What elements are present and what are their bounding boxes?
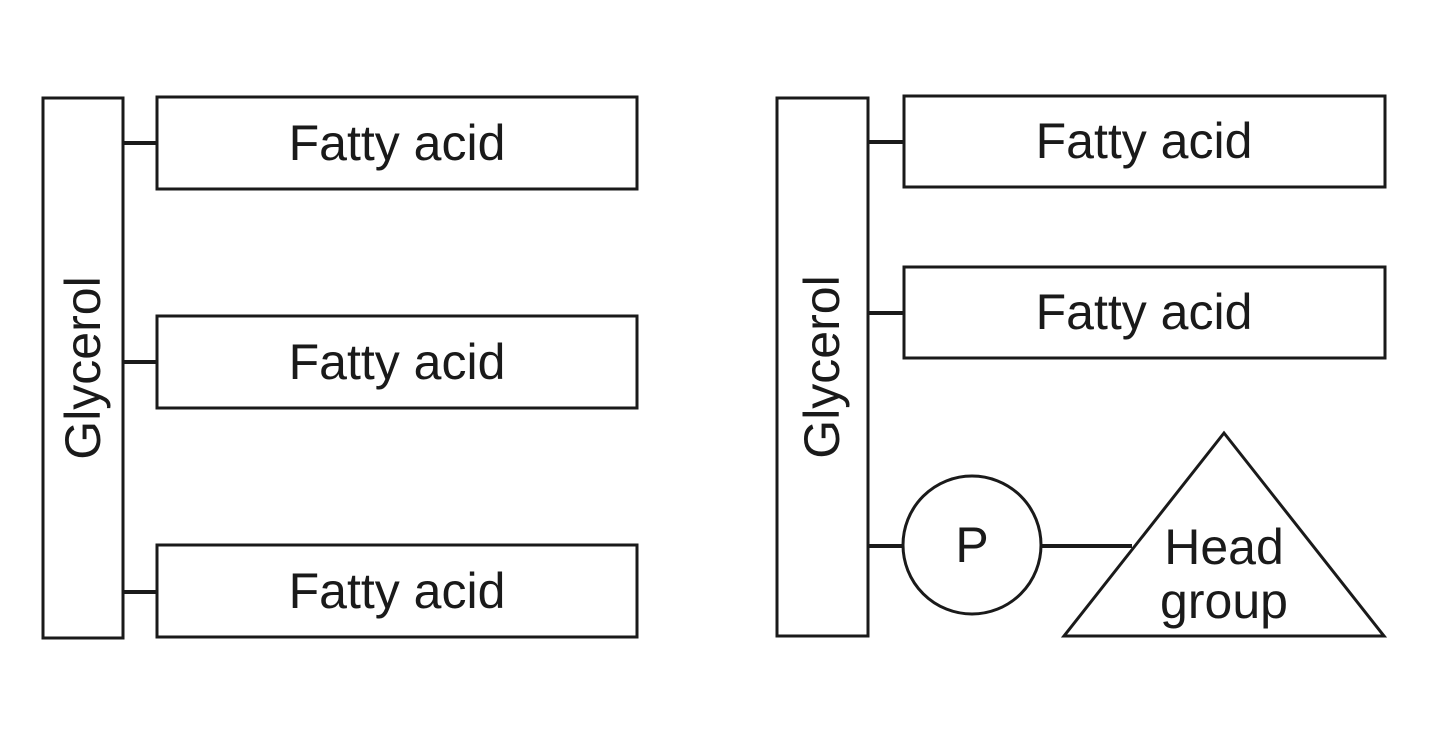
head-group-triangle bbox=[1060, 430, 1388, 638]
head-group-label-line2: group bbox=[1160, 573, 1288, 629]
triglyceride-structure: Glycerol Fatty acid Fatty acid Fatty aci… bbox=[41, 95, 639, 640]
fatty-acid-box-left-3 bbox=[155, 543, 639, 639]
fatty-acid-box-left-1 bbox=[155, 95, 639, 191]
glycerol-backbone-right bbox=[775, 96, 870, 638]
fatty-acid-label-left-3: Fatty acid bbox=[289, 563, 506, 619]
head-group-label-line1: Head bbox=[1164, 519, 1284, 575]
fatty-acid-label-left-1: Fatty acid bbox=[289, 115, 506, 171]
fatty-acid-box-right-2 bbox=[902, 265, 1387, 360]
fatty-acid-box-right-1 bbox=[902, 94, 1387, 189]
glycerol-backbone-left bbox=[41, 96, 125, 640]
fatty-acid-box-left-2 bbox=[155, 314, 639, 410]
fatty-acid-label-right-2: Fatty acid bbox=[1036, 284, 1253, 340]
fatty-acid-label-right-1: Fatty acid bbox=[1036, 113, 1253, 169]
fatty-acid-label-left-2: Fatty acid bbox=[289, 334, 506, 390]
glycerol-label-right: Glycerol bbox=[794, 275, 850, 458]
phosphate-label: P bbox=[955, 517, 988, 573]
phospholipid-structure: Glycerol Fatty acid Fatty acid P Head gr… bbox=[775, 94, 1388, 638]
glycerol-label-left: Glycerol bbox=[55, 276, 111, 459]
